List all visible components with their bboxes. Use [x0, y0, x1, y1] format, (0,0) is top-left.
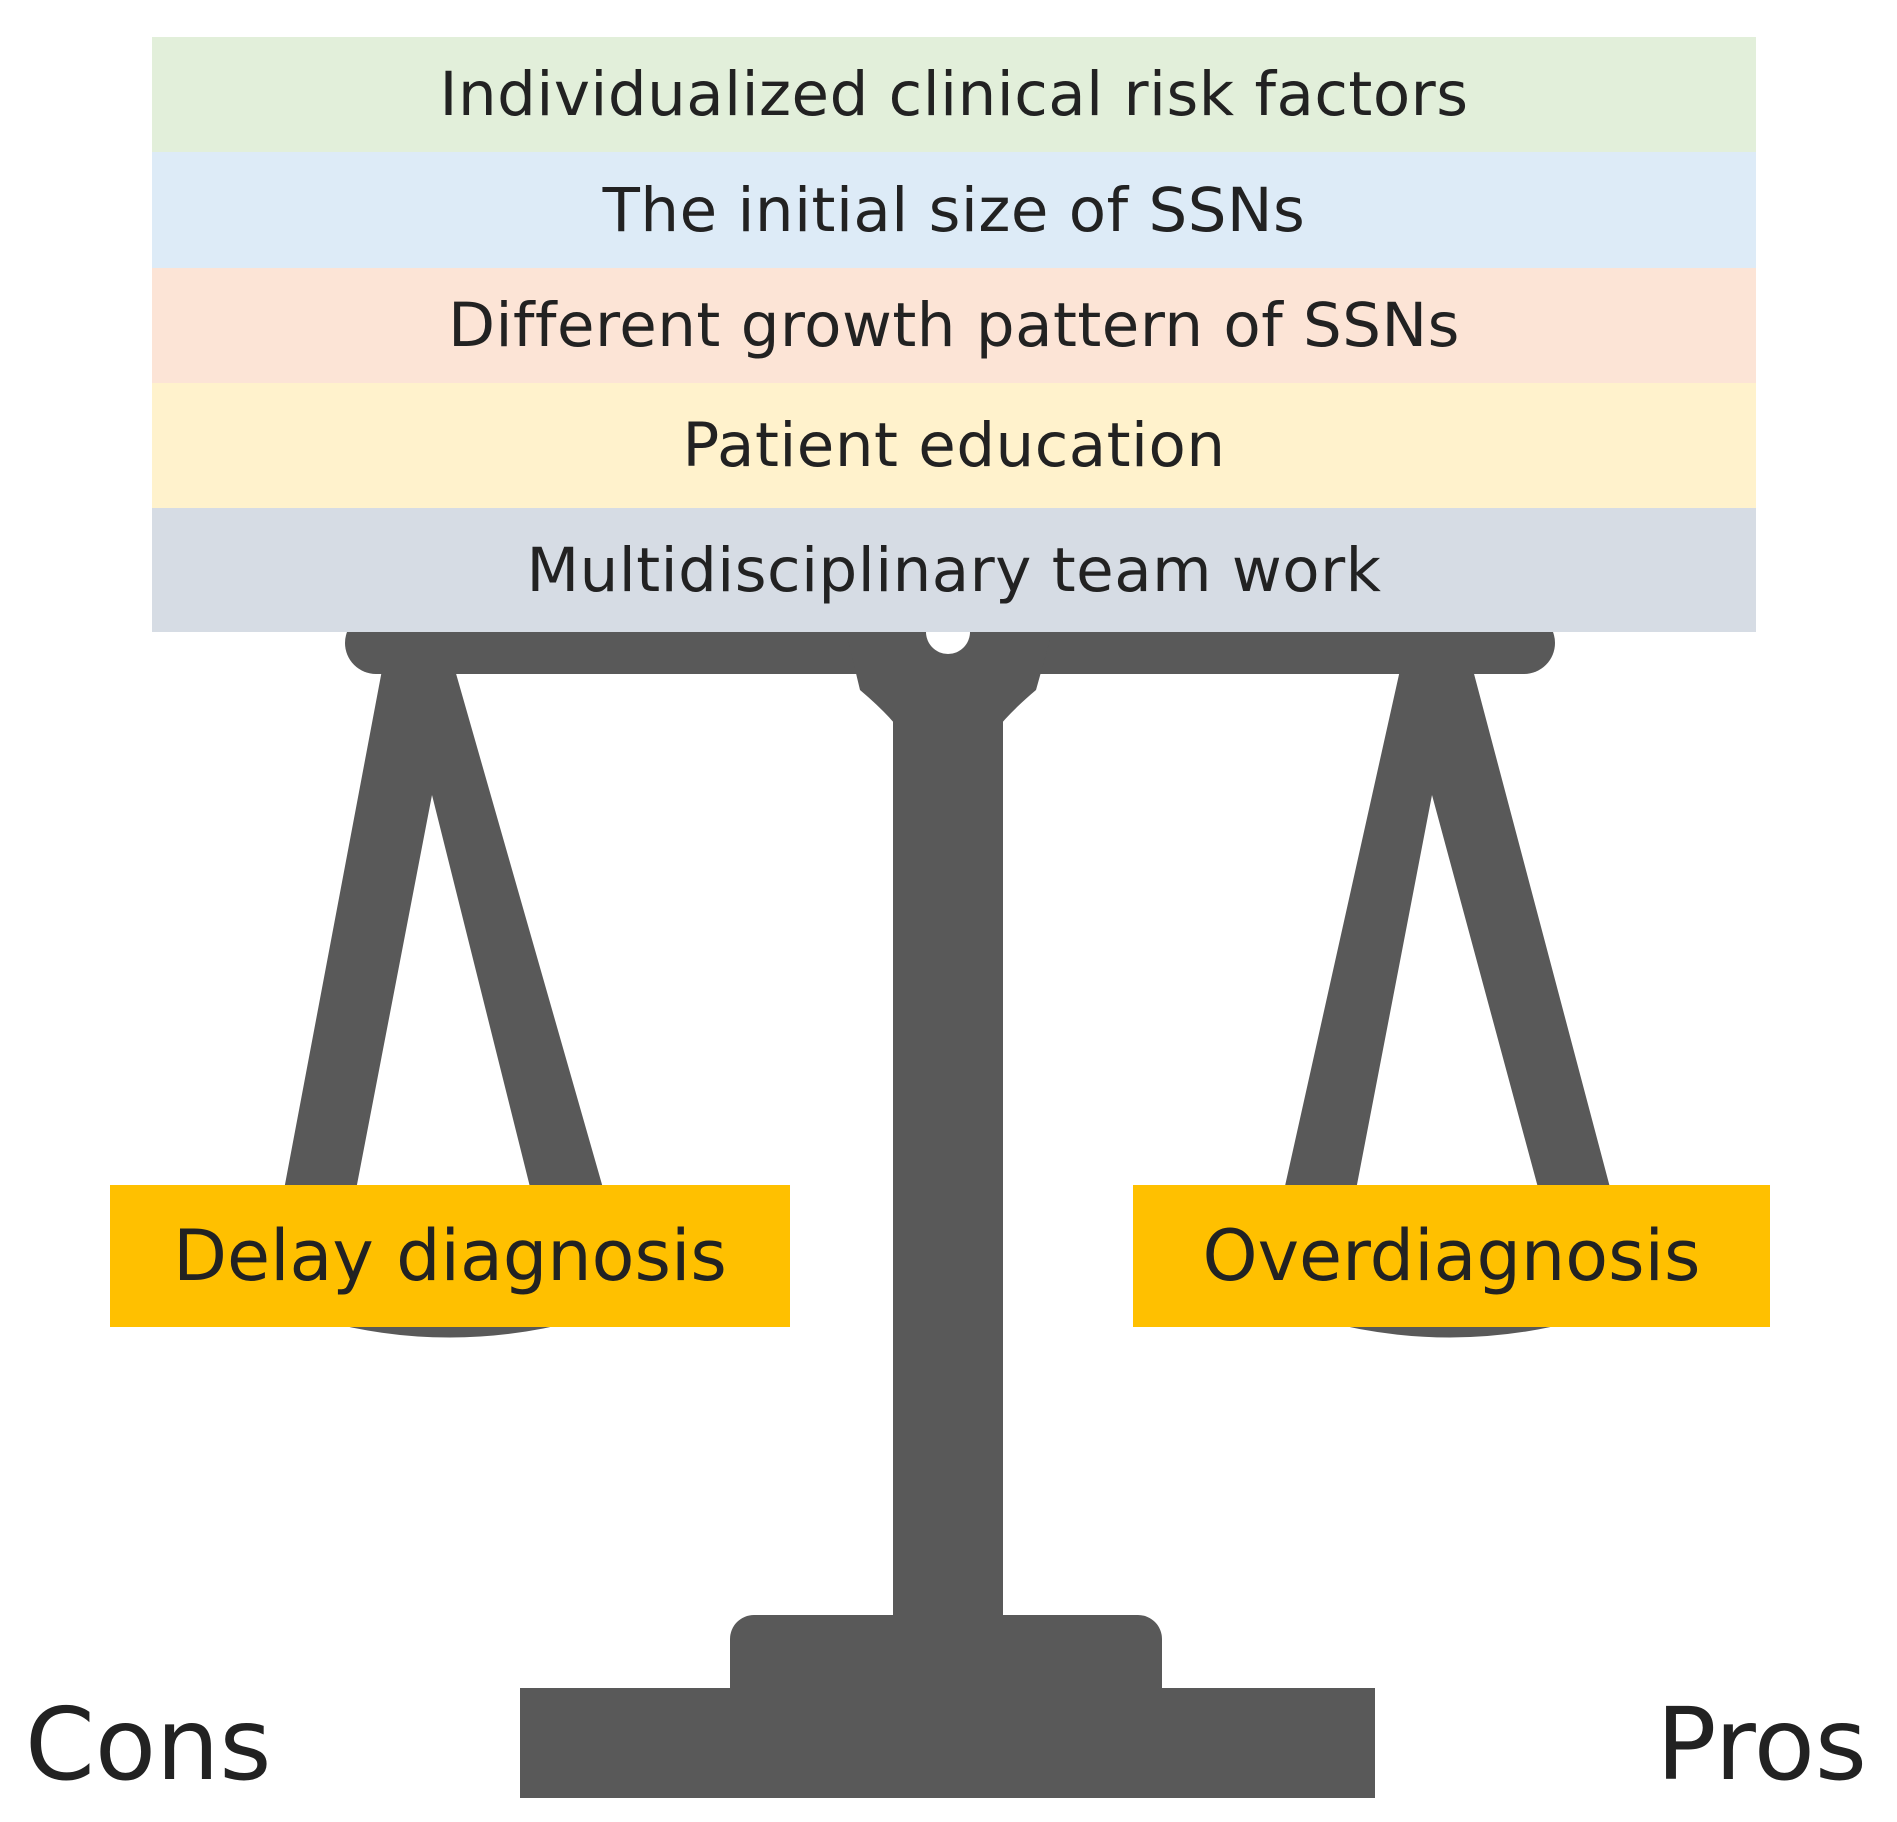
cons-label: Cons	[25, 1686, 272, 1803]
factor-label: Patient education	[682, 410, 1226, 481]
right-hanger	[1283, 670, 1612, 1195]
factor-label: The initial size of SSNs	[602, 174, 1306, 246]
factor-label: Individualized clinical risk factors	[439, 59, 1469, 130]
factor-label: Multidisciplinary team work	[526, 534, 1382, 606]
factor-stack: Individualized clinical risk factors The…	[152, 37, 1756, 632]
right-pan-text: Overdiagnosis	[1202, 1215, 1701, 1297]
pros-label: Pros	[1656, 1686, 1867, 1803]
factor-label: Different growth pattern of SSNs	[448, 290, 1460, 361]
left-pan-text: Delay diagnosis	[173, 1215, 727, 1297]
scale-base-bottom	[520, 1688, 1375, 1798]
scale-pillar	[893, 690, 1003, 1650]
factor-row-initial-size: The initial size of SSNs	[152, 152, 1756, 268]
left-hanger	[283, 670, 605, 1195]
factor-row-team-work: Multidisciplinary team work	[152, 508, 1756, 632]
factor-row-risk-factors: Individualized clinical risk factors	[152, 37, 1756, 152]
left-pan-label: Delay diagnosis	[110, 1185, 790, 1327]
factor-row-patient-education: Patient education	[152, 383, 1756, 508]
factor-row-growth-pattern: Different growth pattern of SSNs	[152, 268, 1756, 383]
right-pan-label: Overdiagnosis	[1133, 1185, 1770, 1327]
